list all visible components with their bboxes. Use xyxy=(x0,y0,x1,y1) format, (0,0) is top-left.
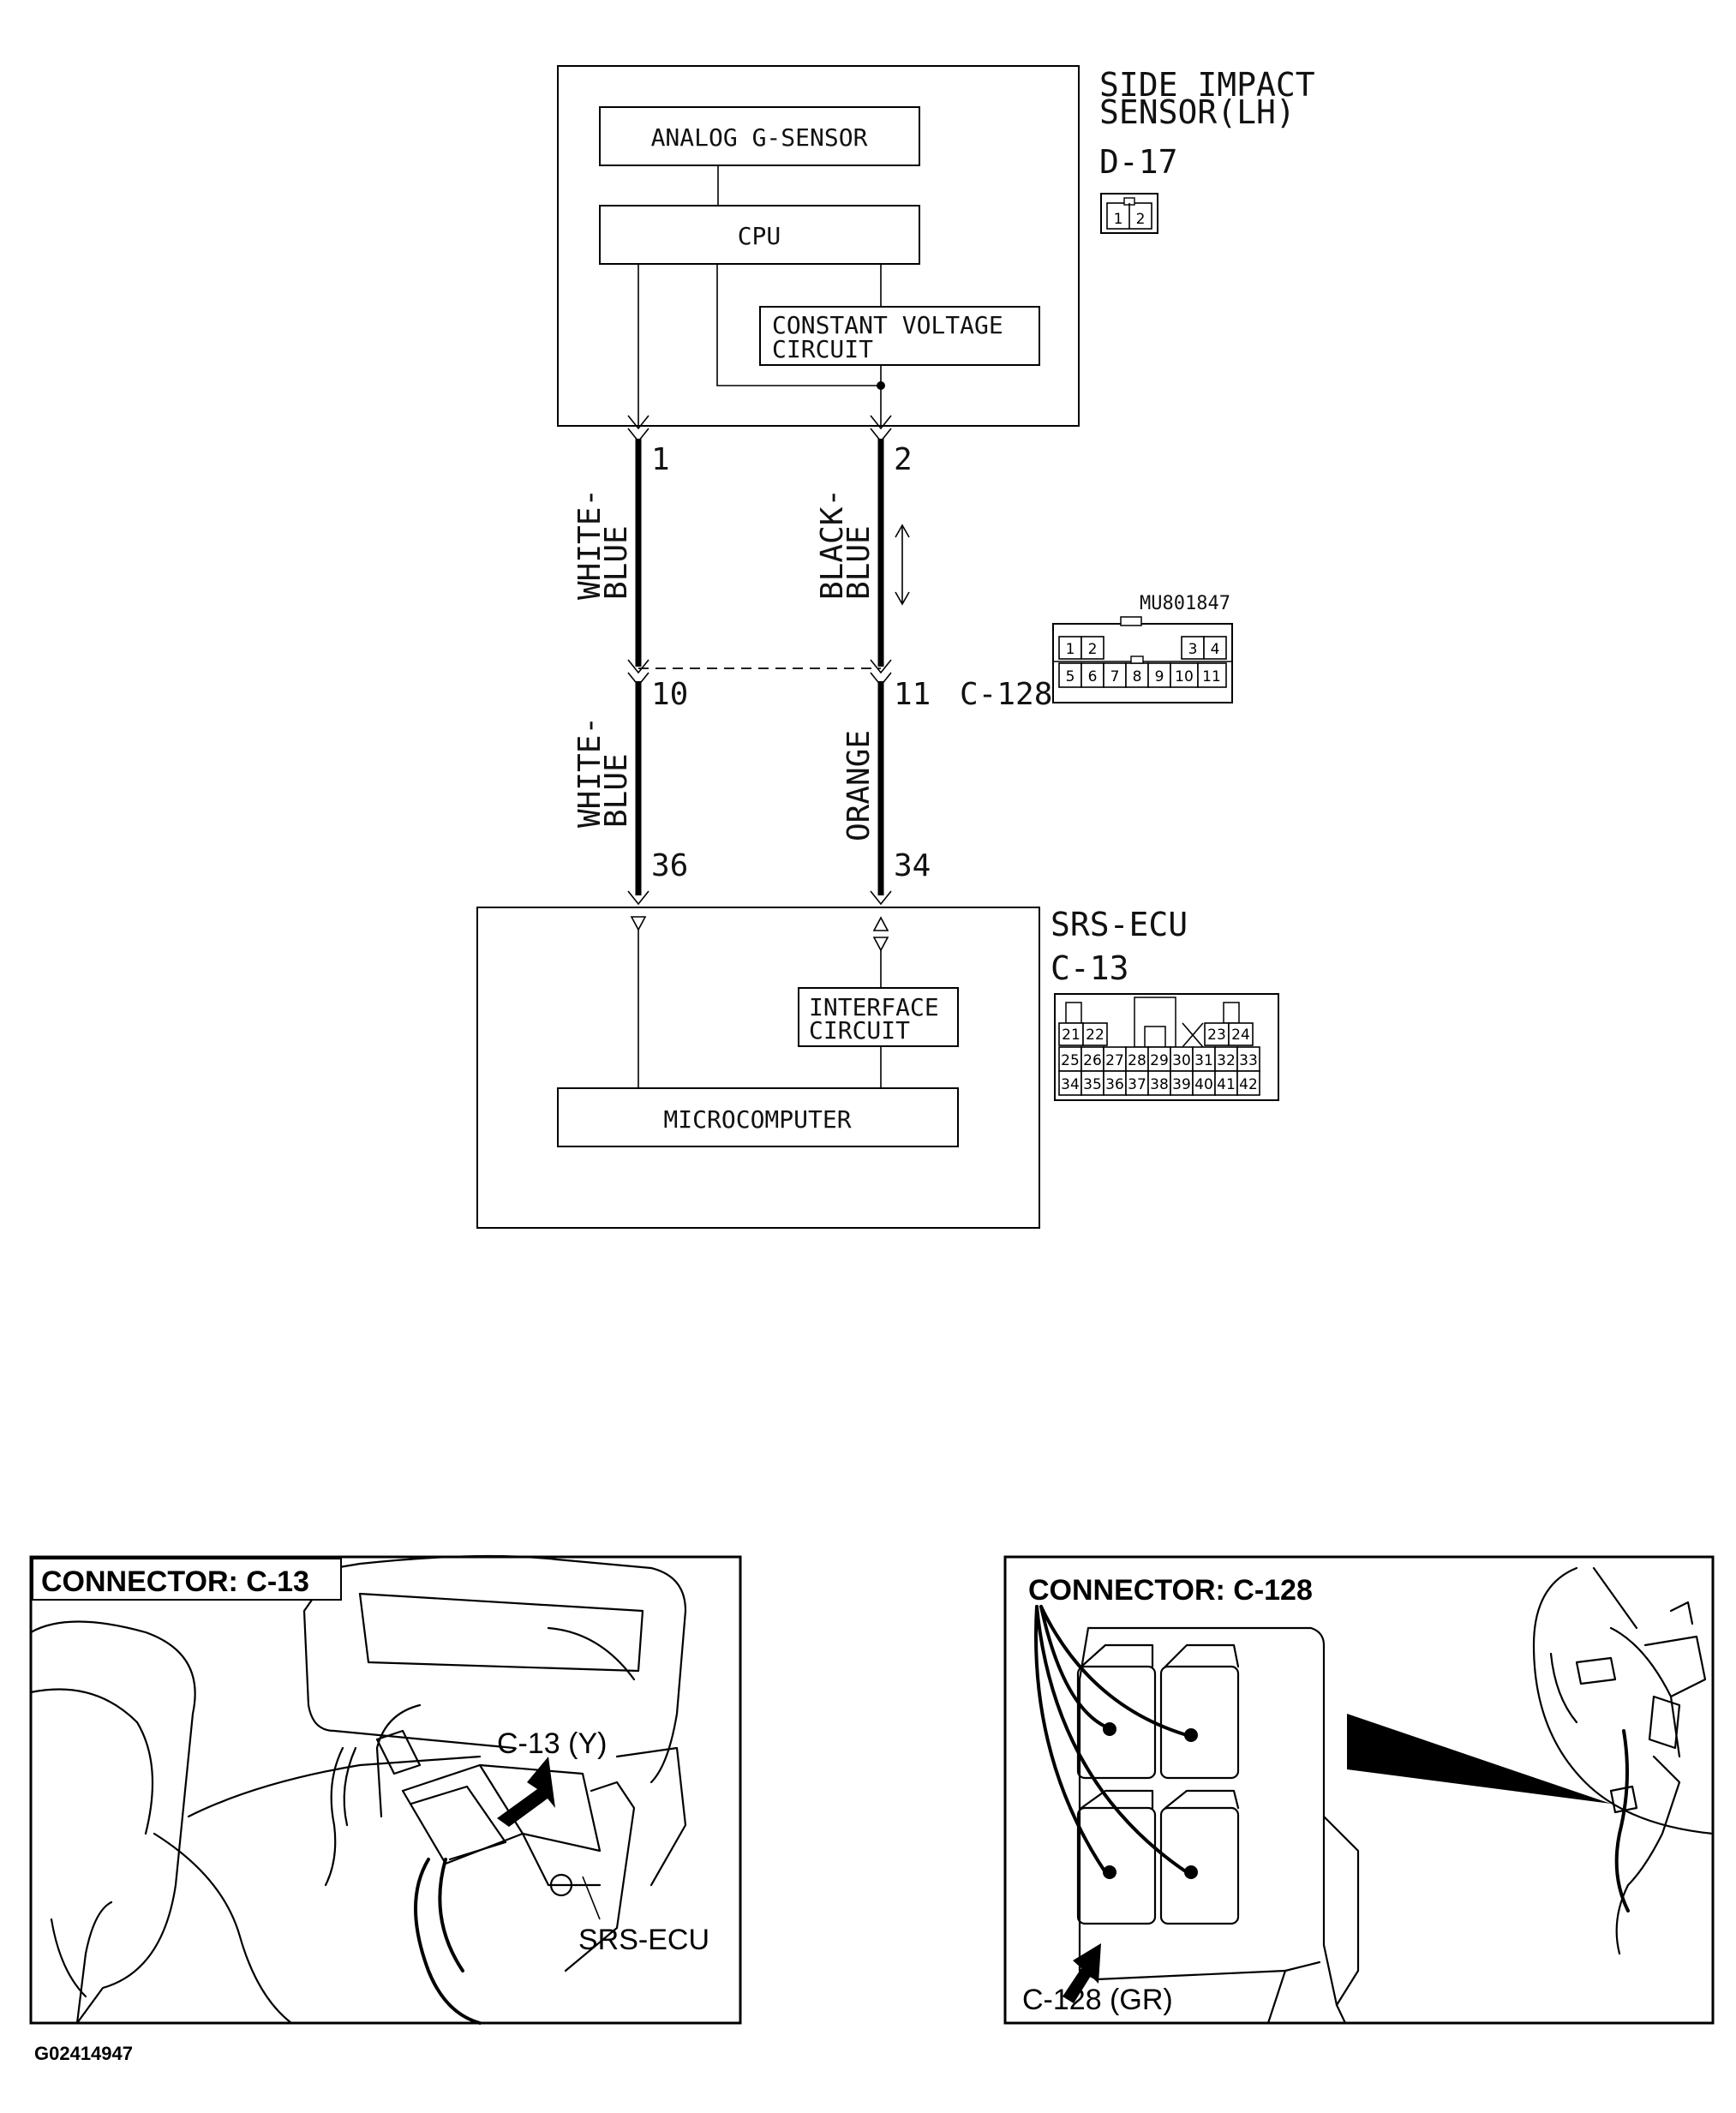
c13-pin-28: 28 xyxy=(1128,1052,1146,1069)
sensor-connector-label: D-17 xyxy=(1099,143,1178,181)
pin-dot xyxy=(1103,1722,1116,1736)
sensor-name-2: SENSOR(LH) xyxy=(1099,93,1296,131)
constant-voltage-block xyxy=(759,306,1040,366)
wire-label-left-upper-1: WHITE- xyxy=(572,488,608,600)
cvc-label-2: CIRCUIT xyxy=(772,335,873,363)
d17-pin-1: 1 xyxy=(1114,211,1123,228)
c13-pin-32: 32 xyxy=(1217,1052,1236,1069)
gsensor-label: ANALOG G-SENSOR xyxy=(651,123,868,152)
terminal-ecu-right: 34 xyxy=(894,848,931,883)
ecu-name: SRS-ECU xyxy=(1051,906,1188,943)
wire-label-left-upper-2: BLUE xyxy=(599,525,634,600)
ecu-input-triangle xyxy=(630,916,647,931)
c13-row-3: 34 35 36 37 38 39 40 41 42 xyxy=(1058,1070,1260,1096)
pin-dot xyxy=(1103,1865,1116,1879)
c128-arrow-icon xyxy=(1063,1943,1101,2003)
c13-pin-24: 24 xyxy=(1231,1027,1250,1044)
c128-pin-3: 3 xyxy=(1188,641,1198,658)
figure-id: G02414947 xyxy=(34,2043,133,2064)
photo-panel-c13: CONNECTOR: C-13 C-13 (Y) SRS-ECU xyxy=(29,1554,742,2025)
wire-label-right-upper-2: BLUE xyxy=(841,525,877,600)
terminal-c128-right: 11 xyxy=(894,677,931,712)
terminal-c128-left: 10 xyxy=(651,677,688,712)
cpu-label: CPU xyxy=(738,222,781,250)
junction-dot xyxy=(877,381,885,390)
c128-label: C-128 xyxy=(960,677,1052,712)
c13-pin-25: 25 xyxy=(1061,1052,1080,1069)
c13-pin-42: 42 xyxy=(1239,1076,1258,1093)
c13-pin-30: 30 xyxy=(1172,1052,1191,1069)
c13-pin-31: 31 xyxy=(1194,1052,1213,1069)
c13-pin-33: 33 xyxy=(1239,1052,1258,1069)
c128-pin-9: 9 xyxy=(1155,668,1164,685)
c128-pin-6: 6 xyxy=(1088,668,1098,685)
c13-pin-35: 35 xyxy=(1083,1076,1102,1093)
terminal-sensor-left: 1 xyxy=(651,442,670,477)
c128-pin-11: 11 xyxy=(1202,668,1221,685)
c13-pin-36: 36 xyxy=(1105,1076,1124,1093)
c13-pin-41: 41 xyxy=(1217,1076,1236,1093)
c13-arrow-icon xyxy=(497,1757,555,1827)
c128-pin-7: 7 xyxy=(1110,668,1120,685)
interface-circuit-block xyxy=(798,987,959,1047)
c13-pin-29: 29 xyxy=(1150,1052,1169,1069)
c13-pin-21: 21 xyxy=(1062,1027,1081,1044)
c128-part-number: MU801847 xyxy=(1140,593,1230,614)
c13-pin-23: 23 xyxy=(1207,1027,1226,1044)
c13-pin-37: 37 xyxy=(1128,1076,1146,1093)
cvc-label-1: CONSTANT VOLTAGE xyxy=(772,311,1003,339)
c128-pin-8: 8 xyxy=(1133,668,1142,685)
d17-connector-icon: 1 2 xyxy=(1100,193,1158,234)
c128-pin-4: 4 xyxy=(1211,641,1220,658)
wire-label-right-lower: ORANGE xyxy=(841,730,877,841)
microcomputer-block xyxy=(557,1087,959,1147)
microcomputer-label: MICROCOMPUTER xyxy=(663,1105,851,1134)
interface-label-1: INTERFACE xyxy=(809,993,939,1021)
photo-right-title: CONNECTOR: C-128 xyxy=(1028,1574,1313,1607)
c13-connector-icon: 21 22 23 24 25 26 27 28 29 30 31 32 33 xyxy=(1054,993,1279,1101)
c13-pin-40: 40 xyxy=(1194,1076,1213,1093)
wire-label-left-lower-1: WHITE- xyxy=(572,716,608,828)
wire-label-right-upper-1: BLACK- xyxy=(815,488,850,600)
pin-dot xyxy=(1184,1865,1198,1879)
gsensor-block xyxy=(599,106,920,166)
photo-left-callout-connector: C-13 (Y) xyxy=(497,1727,607,1760)
c128-pin-10: 10 xyxy=(1175,668,1194,685)
zoom-wedge xyxy=(1347,1714,1611,1804)
c128-pin-1: 1 xyxy=(1066,641,1075,658)
c13-pin-34: 34 xyxy=(1061,1076,1080,1093)
c13-pin-39: 39 xyxy=(1172,1076,1191,1093)
c13-pin-22: 22 xyxy=(1086,1027,1104,1044)
wire-label-left-lower-2: BLUE xyxy=(599,753,634,828)
c13-row-2: 25 26 27 28 29 30 31 32 33 xyxy=(1058,1046,1260,1072)
c13-pin-26: 26 xyxy=(1083,1052,1102,1069)
pin-dot xyxy=(1184,1728,1198,1742)
c13-pin-38: 38 xyxy=(1150,1076,1169,1093)
ecu-io-triangle-down xyxy=(872,937,889,952)
c13-pin-27: 27 xyxy=(1105,1052,1124,1069)
photo-panel-c128: CONNECTOR: C-128 C-128 (GR) xyxy=(1003,1555,1715,2025)
cpu-block xyxy=(599,205,920,265)
terminal-sensor-right: 2 xyxy=(894,442,913,477)
ecu-outline xyxy=(476,907,1040,1229)
photo-left-title: CONNECTOR: C-13 xyxy=(41,1565,309,1598)
sensor-name-1: SIDE IMPACT xyxy=(1099,66,1315,104)
d17-pin-2: 2 xyxy=(1136,211,1146,228)
ecu-connector-label: C-13 xyxy=(1051,949,1129,987)
photo-left-callout-ecu: SRS-ECU xyxy=(578,1924,709,1956)
photo-right-callout-connector: C-128 (GR) xyxy=(1022,1984,1173,2016)
interface-label-2: CIRCUIT xyxy=(809,1016,910,1045)
c128-pin-2: 2 xyxy=(1088,641,1098,658)
ecu-io-triangle-up xyxy=(872,916,889,931)
terminal-ecu-left: 36 xyxy=(651,848,688,883)
c128-connector-icon: 1 2 3 4 5 6 7 8 9 10 11 xyxy=(1052,616,1233,703)
c128-pin-5: 5 xyxy=(1066,668,1075,685)
signal-direction-arrow xyxy=(895,524,910,606)
